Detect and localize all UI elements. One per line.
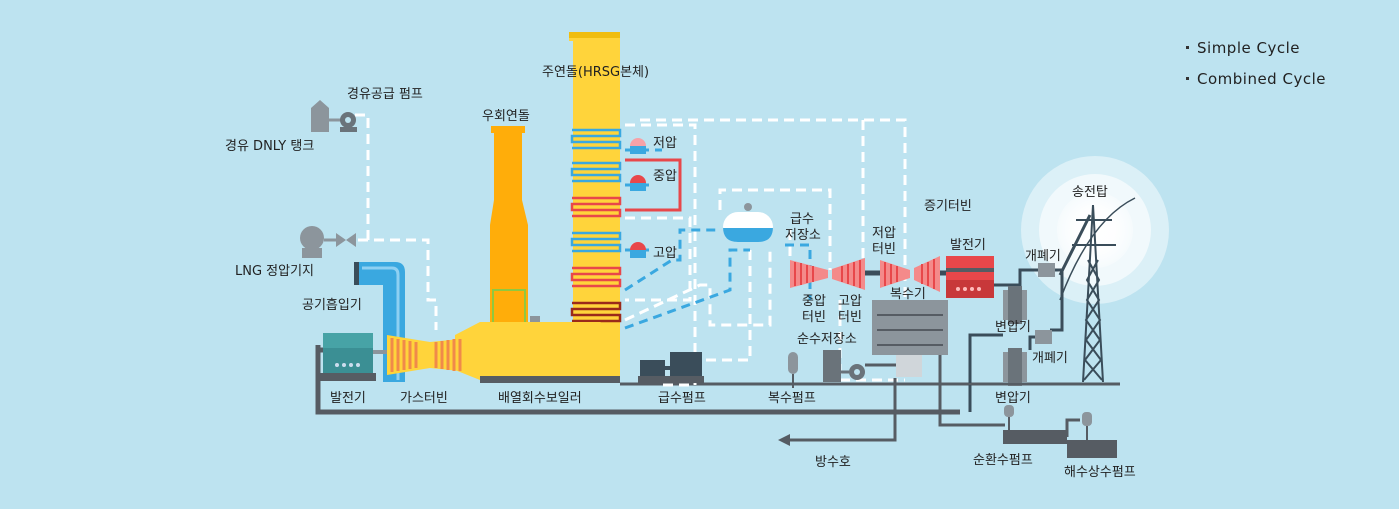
gas-turbine xyxy=(387,335,470,375)
label-oil-pump: 경유공급 펌프 xyxy=(347,87,423,102)
label-generator-gas: 발전기 xyxy=(330,391,366,406)
bypass-stack xyxy=(490,126,528,326)
label-tower: 송전탑 xyxy=(1072,185,1108,200)
label-hrsg: 배열회수보일러 xyxy=(498,391,582,406)
label-lng-station: LNG 정압기지 xyxy=(235,264,314,279)
label-gas-turbine: 가스터빈 xyxy=(400,391,448,406)
label-oil-tank: 경유 DNLY 탱크 xyxy=(225,139,314,154)
label-lp-turbine-1: 저압 xyxy=(872,226,896,241)
legend-label: Combined Cycle xyxy=(1197,69,1326,88)
label-feed-tank-2: 저장소 xyxy=(785,228,821,243)
transmission-tower xyxy=(1059,197,1136,383)
legend-bullet xyxy=(1186,77,1189,80)
label-ip-turbine-1: 중압 xyxy=(802,294,826,309)
oil-tank xyxy=(311,100,343,132)
label-circ-pump: 순환수펌프 xyxy=(973,453,1033,468)
discharge-arrow xyxy=(778,434,790,446)
gas-generator xyxy=(320,333,387,381)
label-generator-steam: 발전기 xyxy=(950,238,986,253)
label-steam-turbine: 증기터빈 xyxy=(924,199,972,214)
condenser xyxy=(872,300,948,377)
label-bypass-stack: 우회연돌 xyxy=(482,109,530,124)
switch-1 xyxy=(1038,263,1055,277)
label-hp: 고압 xyxy=(653,246,677,261)
feed-pump xyxy=(638,352,704,383)
label-lp-turbine-2: 터빈 xyxy=(872,242,896,257)
hrsg-coils xyxy=(570,128,622,323)
ip-hp-turbine xyxy=(790,258,865,290)
feed-tank xyxy=(723,203,773,242)
legend-label: Simple Cycle xyxy=(1197,38,1300,57)
legend: Simple Cycle Combined Cycle xyxy=(1186,32,1326,94)
label-lp: 저압 xyxy=(653,136,677,151)
label-feed-pump: 급수펌프 xyxy=(658,391,706,406)
legend-item-combined-cycle: Combined Cycle xyxy=(1186,63,1326,94)
label-feed-tank-1: 급수 xyxy=(790,212,814,227)
ip-drum xyxy=(630,175,646,191)
lp-drum xyxy=(630,138,646,154)
label-switch-2: 개폐기 xyxy=(1032,351,1068,366)
diagram-labels: 주연돌(HRSG본체) 우회연돌 경유공급 펌프 경유 DNLY 탱크 LNG … xyxy=(225,65,1136,480)
label-transformer-1: 변압기 xyxy=(995,320,1031,335)
hp-drum xyxy=(630,242,646,258)
label-transformer-2: 변압기 xyxy=(995,391,1031,406)
label-main-stack: 주연돌(HRSG본체) xyxy=(542,65,649,80)
oil-pump xyxy=(340,112,357,132)
lp-turbine xyxy=(880,256,940,292)
label-hp-turbine-1: 고압 xyxy=(838,294,862,309)
hrsg-duct xyxy=(455,316,620,383)
transformer-2 xyxy=(1003,348,1027,386)
switch-2 xyxy=(1035,330,1052,344)
seawater-pump xyxy=(1065,412,1117,458)
legend-item-simple-cycle: Simple Cycle xyxy=(1186,32,1326,63)
reheat-line xyxy=(625,158,682,212)
label-hp-turbine-2: 터빈 xyxy=(838,310,862,325)
label-air-intake: 공기흡입기 xyxy=(302,298,362,313)
label-switch-1: 개폐기 xyxy=(1025,249,1061,264)
label-ip-turbine-2: 터빈 xyxy=(802,310,826,325)
condensate-valve xyxy=(788,352,798,388)
lng-station xyxy=(300,226,356,258)
label-ip: 중압 xyxy=(653,169,677,184)
label-condenser: 복수기 xyxy=(890,287,926,302)
cooling-pipes xyxy=(790,355,1005,442)
label-discharge: 방수호 xyxy=(815,455,851,470)
circulation-pump xyxy=(1003,405,1067,444)
steam-generator xyxy=(946,256,994,298)
pure-water-tank xyxy=(823,350,896,382)
label-seawater-pump: 해수상수펌프 xyxy=(1064,465,1136,480)
label-condensate-pump: 복수펌프 xyxy=(768,391,816,406)
legend-bullet xyxy=(1186,46,1189,49)
label-pure-water-tank: 순수저장소 xyxy=(797,332,857,347)
transformer-1 xyxy=(1003,286,1027,324)
